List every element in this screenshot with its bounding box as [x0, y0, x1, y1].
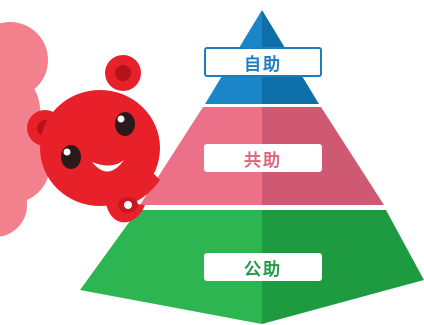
pyramid-tier-bottom [80, 210, 424, 324]
public-help-label: 公助 [204, 253, 322, 281]
pyramid-tier-middle [140, 107, 384, 205]
red-bear-mascot-icon [27, 55, 160, 223]
mutual-help-label: 共助 [204, 144, 322, 172]
self-help-label: 自助 [204, 47, 322, 77]
